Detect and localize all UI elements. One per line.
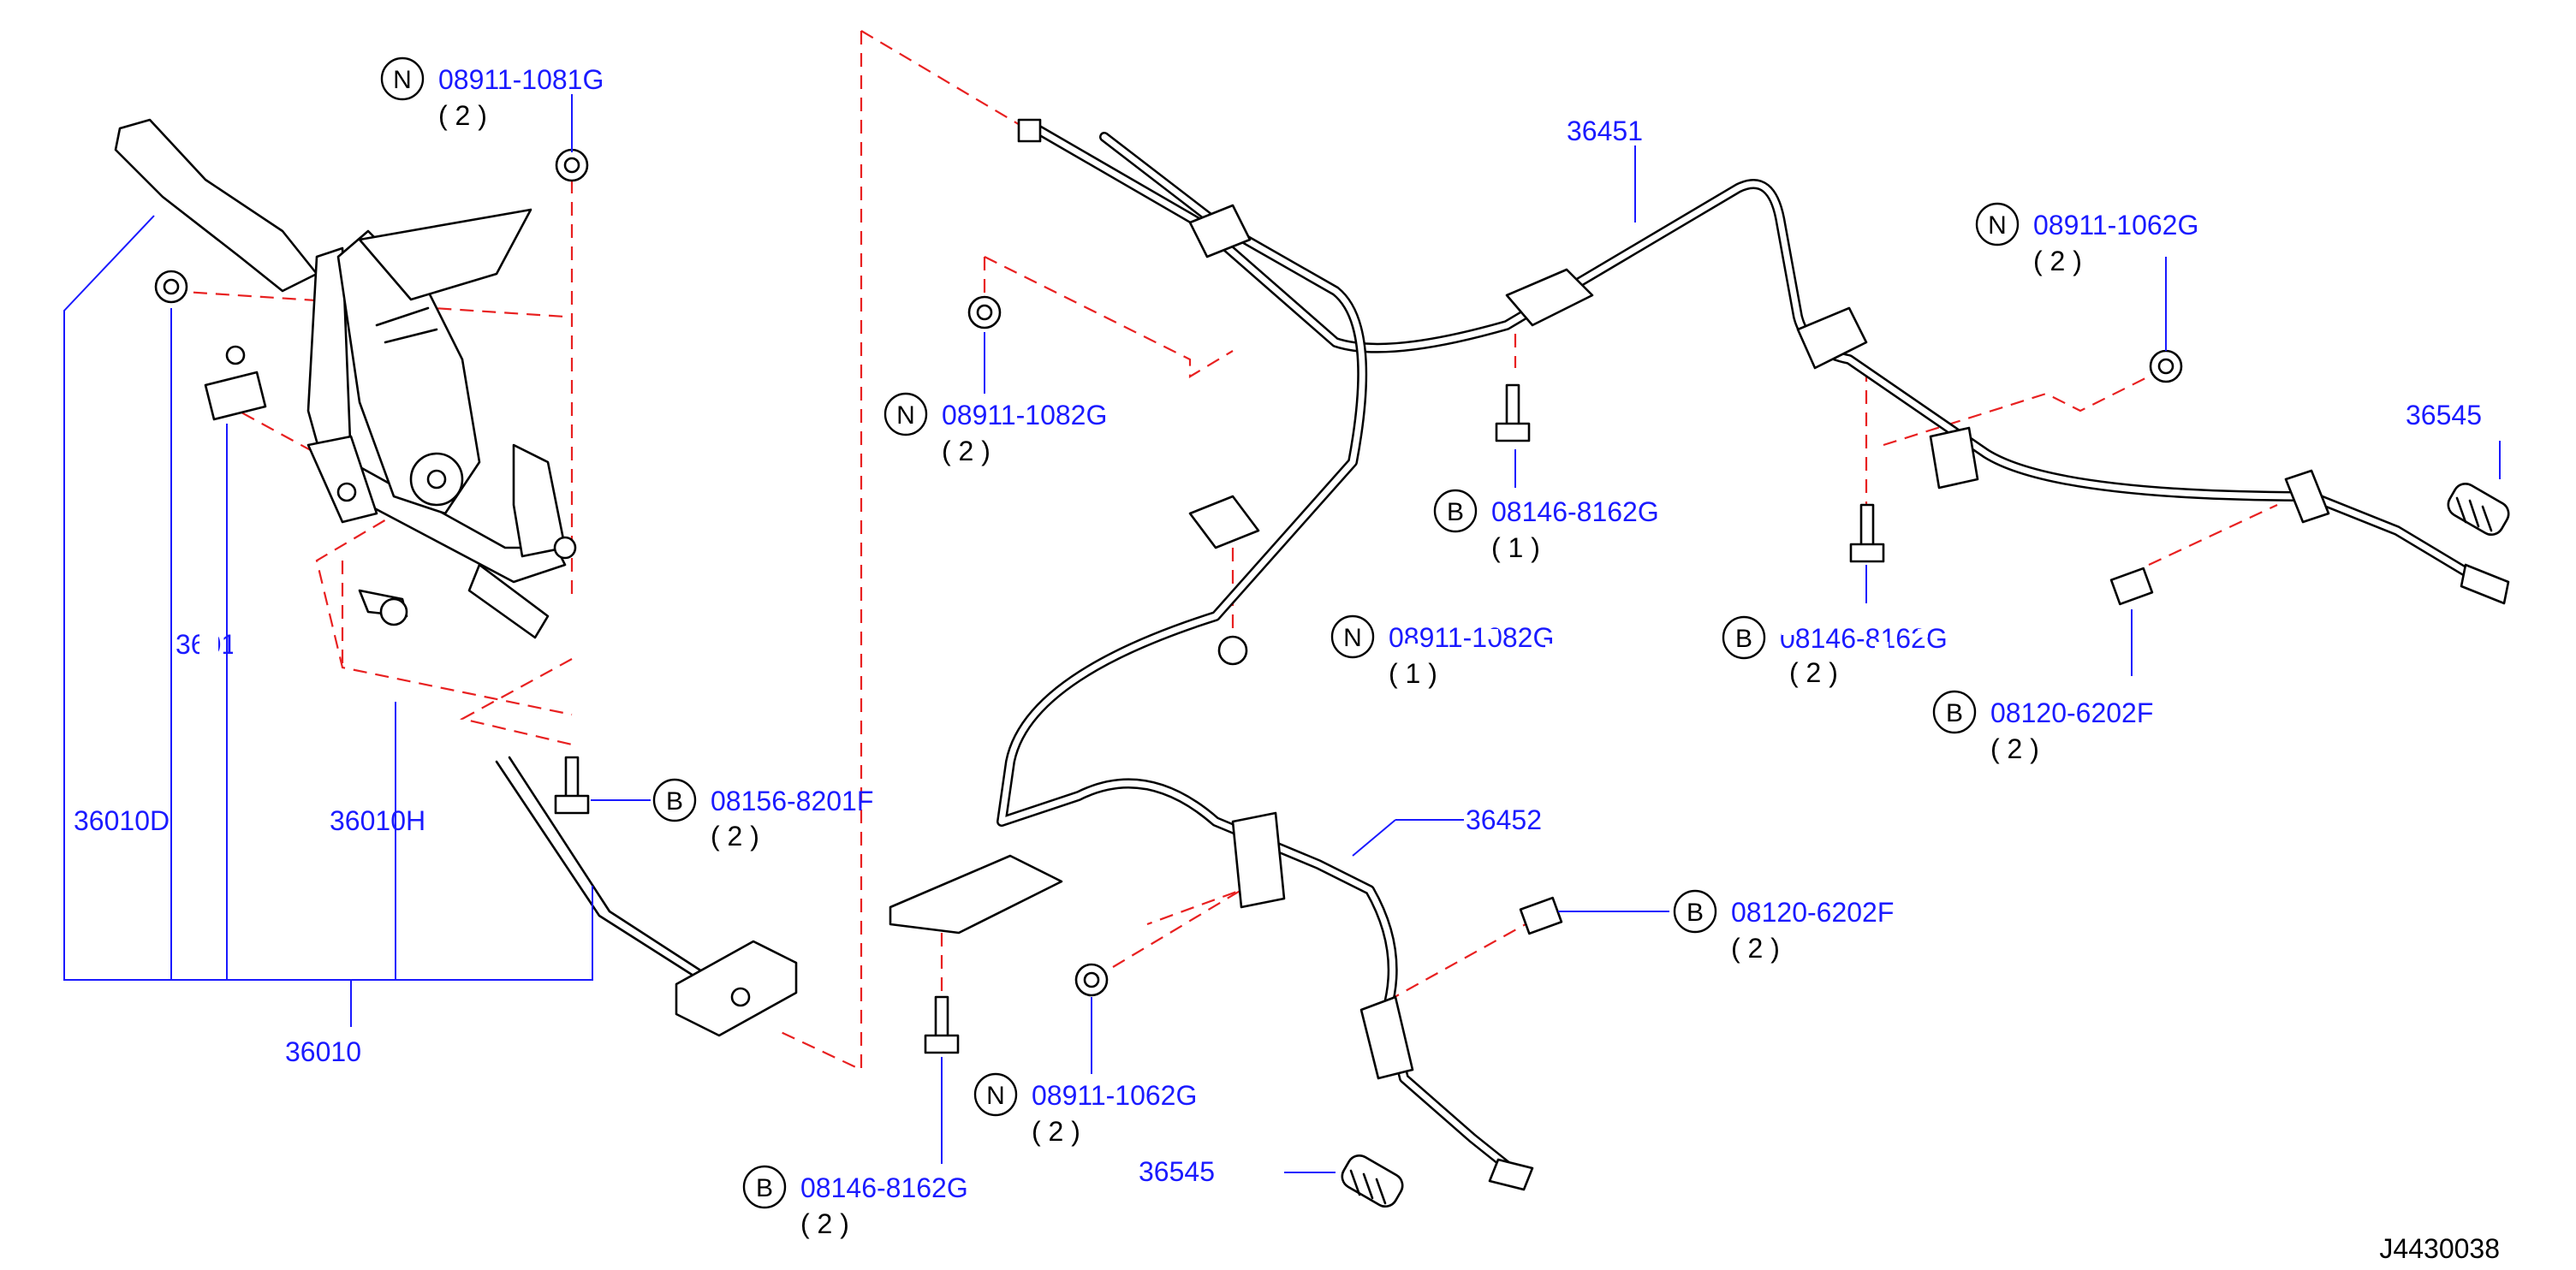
svg-text:( 2 ): ( 2 ) [1990, 733, 2039, 764]
svg-text:08911-1081G: 08911-1081G [438, 64, 604, 95]
callout-nut-08911-1062G-b: N 08911-1062G ( 2 ) [973, 1072, 1197, 1147]
grommet-icon [2447, 483, 2510, 536]
svg-text:N: N [393, 66, 412, 94]
callout-nut-08911-1081G: N 08911-1081G ( 2 ) [380, 56, 604, 131]
part-label-36451: 36451 [1567, 116, 1643, 146]
bolt-icon [1505, 383, 1520, 430]
part-label-36010: 36010 [285, 1036, 361, 1067]
dashed-guides [170, 30, 2278, 1071]
svg-text:N: N [1343, 624, 1362, 652]
callout-nut-08911-1082G-b: N 08911-1082G ( 1 ) [1330, 614, 1557, 689]
nut-icon [1217, 635, 1248, 666]
callout-bolt-08146-8162G-b: B 08146-8162G ( 2 ) [1722, 615, 1948, 688]
svg-text:N: N [986, 1082, 1005, 1110]
svg-text:08911-1082G: 08911-1082G [942, 400, 1107, 430]
svg-text:B: B [1946, 699, 1963, 727]
grommet-icon [1341, 1154, 1404, 1208]
part-label-36545-b: 36545 [1139, 1156, 1215, 1187]
callout-bolt-08120-6202F-b: B 08120-6202F ( 2 ) [1673, 889, 1894, 964]
svg-text:B: B [666, 787, 683, 816]
svg-text:( 2 ): ( 2 ) [1032, 1116, 1080, 1147]
callout-nut-08911-1082G-a: N 08911-1082G ( 2 ) [883, 392, 1107, 466]
svg-text:08120-6202F: 08120-6202F [1990, 697, 2153, 728]
bolt-icon [2109, 567, 2154, 606]
bolt-icon [1519, 896, 1563, 935]
svg-text:08120-6202F: 08120-6202F [1731, 897, 1894, 928]
front-cable [495, 756, 798, 1037]
svg-text:( 2 ): ( 2 ) [1731, 933, 1780, 964]
svg-text:08911-1062G: 08911-1062G [1032, 1080, 1197, 1111]
svg-text:N: N [1988, 211, 2007, 240]
svg-text:N: N [896, 401, 915, 430]
callout-bolt-08120-6202F-a: B 08120-6202F ( 2 ) [1932, 690, 2153, 764]
callout-bolt-08156-8201F: B 08156-8201F ( 2 ) [652, 778, 873, 852]
bolt-icon [934, 995, 949, 1042]
svg-text:08911-1062G: 08911-1062G [2033, 210, 2198, 240]
svg-text:08146-8162G: 08146-8162G [800, 1172, 968, 1203]
svg-text:( 1 ): ( 1 ) [1491, 532, 1540, 563]
part-label-36452: 36452 [1466, 804, 1542, 835]
svg-text:( 2 ): ( 2 ) [942, 436, 991, 466]
diagram-id: J4430038 [2379, 1233, 2500, 1264]
svg-text:( 2 ): ( 2 ) [438, 100, 487, 131]
part-label-36010D: 36010D [74, 805, 170, 836]
svg-text:B: B [1447, 498, 1464, 526]
bolt-icon [1859, 503, 1875, 549]
part-label-36545-a: 36545 [2406, 400, 2482, 430]
svg-text:( 2 ): ( 2 ) [800, 1208, 849, 1239]
callout-bolt-08146-8162G-a: B 08146-8162G ( 1 ) [1433, 489, 1659, 563]
svg-text:( 2 ): ( 2 ) [711, 821, 759, 852]
svg-text:08156-8201F: 08156-8201F [711, 786, 873, 816]
rear-cable-lh [889, 132, 1534, 1191]
svg-text:B: B [756, 1174, 773, 1202]
rear-cable-rh [1017, 118, 2510, 605]
callout-bolt-08146-8162G-c: B 08146-8162G ( 2 ) [742, 1165, 968, 1239]
svg-text:B: B [1735, 625, 1752, 653]
svg-text:( 1 ): ( 1 ) [1389, 658, 1437, 689]
svg-text:( 2 ): ( 2 ) [2033, 246, 2082, 276]
svg-text:08146-8162G: 08146-8162G [1491, 496, 1659, 527]
svg-text:B: B [1687, 899, 1704, 927]
leader-lines [63, 94, 2501, 1173]
part-label-36010H: 36010H [330, 805, 425, 836]
svg-text:08146-8162G: 08146-8162G [1780, 623, 1948, 654]
hand-lever [114, 118, 577, 639]
callout-nut-08911-1062G-a: N 08911-1062G ( 2 ) [1975, 202, 2198, 276]
bolt-icon [564, 756, 580, 802]
svg-text:( 2 ): ( 2 ) [1789, 657, 1838, 688]
